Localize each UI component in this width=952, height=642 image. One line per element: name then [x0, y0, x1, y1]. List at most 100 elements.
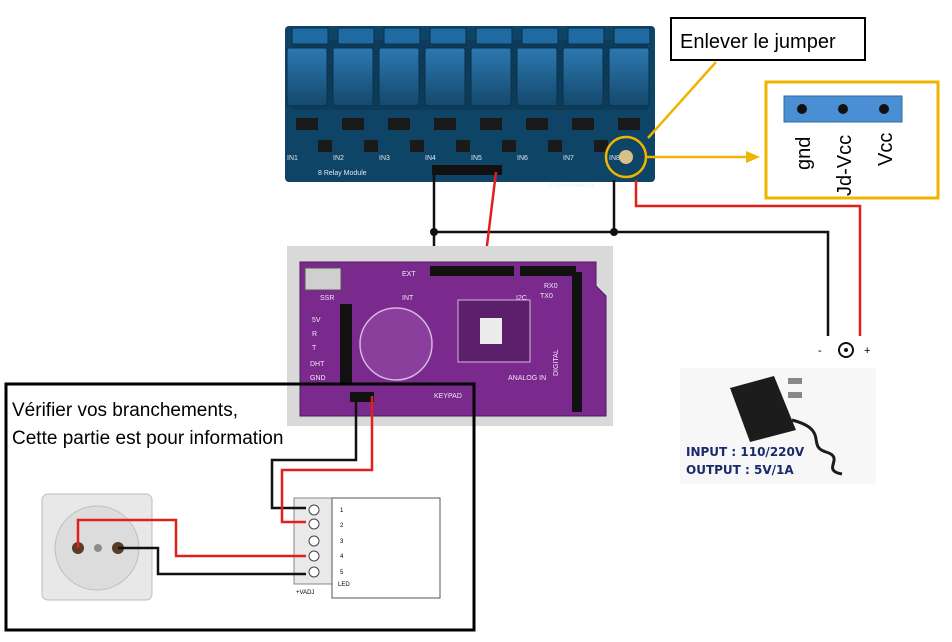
shield-silkscreen-circle [359, 307, 433, 381]
info-text-line1: Vérifier vos branchements, [12, 400, 238, 421]
shield-label-i2c: I2C [516, 295, 527, 302]
ssr-pin-label: 1 [340, 508, 344, 514]
jumper-callout-box [670, 17, 866, 61]
adapter-plug-pin [788, 378, 802, 384]
shield-label-dht: DHT [310, 361, 325, 368]
shield-header-top-left [430, 266, 514, 276]
input-label: IN6 [517, 155, 528, 162]
info-box-border [4, 382, 476, 632]
shield-label-r: R [312, 331, 317, 338]
ssr-pin-label: 4 [340, 554, 344, 560]
ssr-led-label: LED [338, 582, 350, 588]
shield-ssr-connector [304, 267, 342, 291]
ssr-pin-label: 3 [340, 539, 344, 545]
ssr-pin-label: 5 [340, 570, 344, 576]
ssr-module: 1 2 3 4 5 LED +VADJ [293, 497, 441, 599]
relay-6 [516, 47, 558, 107]
jumper-pins [619, 150, 633, 164]
wire-outlet-neutral [118, 546, 306, 576]
ssr-screw [308, 535, 320, 547]
wire-vcc-external [634, 180, 862, 345]
shield-label-tx0: TX0 [540, 293, 553, 300]
relay-input-header [432, 165, 502, 175]
callout-arrow-head [746, 151, 760, 163]
relay-module-label: 8 Relay Module [318, 170, 367, 177]
power-adapter: - + INPUT : 110/220V OUTPUT : 5V/1A [680, 336, 878, 484]
relay-5 [470, 47, 512, 107]
outlet-ground [94, 544, 102, 552]
input-label: IN7 [563, 155, 574, 162]
relay-7 [562, 47, 604, 107]
pin-vcc-dot [879, 104, 889, 114]
relay-2 [332, 47, 374, 107]
shield-bottom-header [350, 392, 374, 402]
adapter-plus-label: + [864, 345, 870, 357]
input-label: IN3 [379, 155, 390, 162]
ssr-pin-label: 2 [340, 523, 344, 529]
input-label: IN5 [471, 155, 482, 162]
pin-label-gnd: gnd [793, 137, 815, 170]
shield-label-int: INT [402, 295, 414, 302]
shield-label-keypad: KEYPAD [434, 393, 462, 400]
shield-label-ssr: SSR [320, 295, 334, 302]
wire-ssr-minus [270, 396, 358, 510]
input-label: IN8 [609, 155, 620, 162]
adapter-plug-pin [788, 392, 802, 398]
info-text-line2: Cette partie est pour information [12, 428, 284, 449]
jumper-callout: Enlever le jumper gnd Jd-Vcc Vcc [646, 17, 940, 200]
relay-3 [378, 47, 420, 107]
shield-label-analog: ANALOG IN [508, 375, 546, 382]
ssr-screw [308, 504, 320, 516]
shield-label-ext: EXT [402, 271, 416, 278]
shield-header-top-right [520, 266, 576, 276]
input-label: IN4 [425, 155, 436, 162]
input-label: IN1 [287, 155, 298, 162]
shield-chip [480, 318, 502, 344]
shield-label-digital: DIGITAL [553, 349, 560, 376]
relay-module: IN1 IN2 IN3 IN4 IN5 IN6 IN7 IN8 8 Relay … [285, 26, 655, 189]
pin-jdvcc-dot [838, 104, 848, 114]
relay-components [296, 118, 640, 152]
relay-terminals [291, 27, 651, 45]
ssr-screw [308, 566, 320, 578]
shield-header-right [572, 272, 582, 412]
ssr-screw [308, 550, 320, 562]
adapter-body [730, 376, 796, 442]
pin-label-jdvcc: Jd-Vcc [834, 135, 856, 196]
shield-lcd-area [457, 299, 531, 363]
junction-dot [430, 228, 438, 236]
callout-pointer-line [647, 61, 717, 139]
wire-outlet-phase [76, 518, 306, 558]
wire-ssr-plus [280, 396, 374, 524]
adapter-cable [791, 418, 843, 476]
junction-dot [610, 228, 618, 236]
shield-label-rx0: RX0 [544, 283, 558, 290]
relay-4 [424, 47, 466, 107]
shield-left-header [340, 304, 352, 384]
wires-bottom [76, 396, 374, 576]
ssr-body-outline [331, 497, 441, 599]
barrel-jack-area [782, 336, 878, 364]
shield-board: EXT INT SSR DHT GND 5V R T ANALOG IN DIG… [287, 246, 613, 426]
adapter-input-text: INPUT : 110/220V [686, 445, 805, 459]
shield-label-gnd: GND [310, 375, 326, 382]
jumper-callout-text: Enlever le jumper [680, 31, 836, 53]
wire-gnd-bus [434, 230, 830, 345]
relay-8 [608, 47, 650, 107]
adapter-minus-label: - [818, 345, 822, 357]
wires-top [430, 171, 862, 345]
adapter-output-text: OUTPUT : 5V/1A [686, 463, 794, 477]
relay-1 [286, 47, 328, 107]
barrel-jack-center [844, 348, 848, 352]
ssr-screw [308, 518, 320, 530]
pin-label-vcc: Vcc [875, 133, 897, 166]
relay-blocks [286, 47, 650, 107]
input-label: IN2 [333, 155, 344, 162]
ssr-vadj-label: +VADJ [296, 590, 314, 596]
relay-input-labels: IN1 IN2 IN3 IN4 IN5 IN6 IN7 IN8 [287, 155, 620, 162]
pin-gnd-dot [797, 104, 807, 114]
relay-vendor-label: shop.mchobby.be [548, 183, 596, 189]
shield-labels: EXT INT SSR DHT GND 5V R T ANALOG IN DIG… [310, 271, 560, 400]
shield-label-t: T [312, 345, 317, 352]
